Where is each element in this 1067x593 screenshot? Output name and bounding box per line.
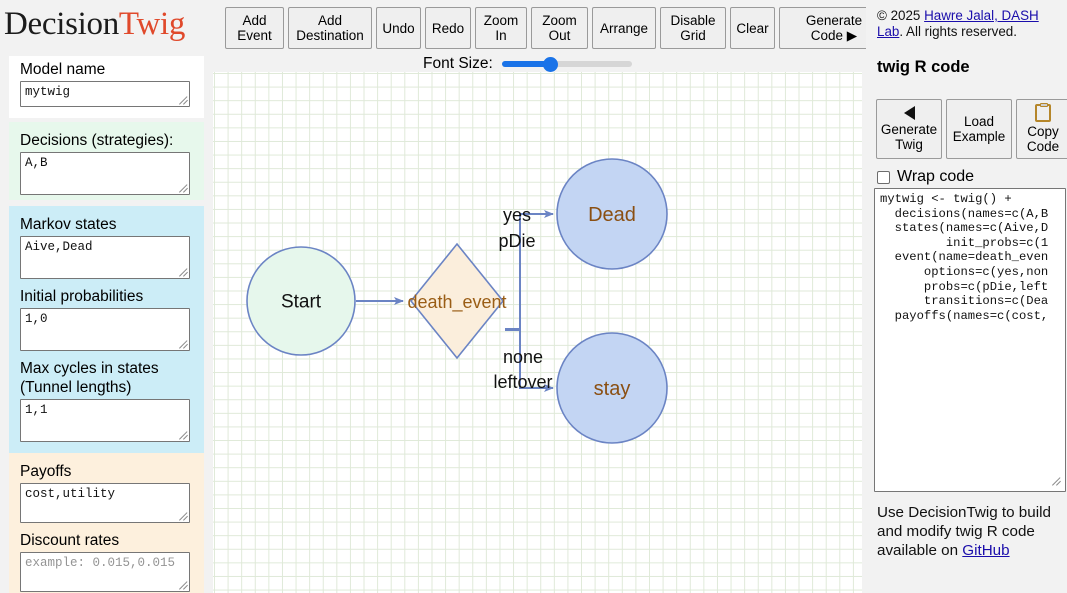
- node-label-stay: stay: [594, 378, 631, 400]
- undo-button[interactable]: Undo: [376, 7, 421, 49]
- zoom-in-button[interactable]: Zoom In: [475, 7, 527, 49]
- slider-track: [501, 61, 632, 67]
- copyright-prefix: © 2025: [877, 8, 925, 23]
- generate-twig-label: Generate Twig: [880, 121, 938, 153]
- initial-probabilities-input[interactable]: 1,0: [20, 308, 190, 351]
- decisions-input[interactable]: A,B: [20, 152, 190, 195]
- sidebar-section-markov: Markov states Aive,Dead Initial probabil…: [9, 206, 204, 453]
- discount-rates-input[interactable]: example: 0.015,0.015: [20, 552, 190, 592]
- add-event-button[interactable]: Add Event: [225, 7, 284, 49]
- edge-label-leftover: leftover: [493, 372, 552, 392]
- wrap-code-label: Wrap code: [897, 168, 975, 185]
- initial-probabilities-label: Initial probabilities: [20, 288, 144, 305]
- wrap-code-control[interactable]: Wrap code: [877, 168, 974, 186]
- copyright-notice: © 2025 Hawre Jalal, DASH Lab. All rights…: [877, 8, 1059, 40]
- max-cycles-input[interactable]: 1,1: [20, 399, 190, 442]
- node-label-dead: Dead: [588, 204, 636, 226]
- markov-states-label: Markov states: [20, 216, 117, 233]
- sidebar-section-payoffs: Payoffs cost,utility Discount rates exam…: [9, 453, 204, 593]
- model-name-input[interactable]: mytwig: [20, 81, 190, 107]
- edge-event-to-dead[interactable]: yes pDie: [498, 205, 554, 330]
- arrange-button[interactable]: Arrange: [592, 7, 656, 49]
- node-dead[interactable]: Dead: [556, 158, 668, 270]
- node-label-start: Start: [281, 292, 322, 313]
- sidebar-section-decisions: Decisions (strategies): A,B: [9, 122, 204, 200]
- triangle-left-icon: [903, 105, 915, 120]
- logo-primary: Decision: [4, 6, 119, 42]
- code-action-buttons: Generate Twig Load Example Copy Code: [876, 99, 1067, 159]
- edge-label-none: none: [503, 347, 543, 367]
- zoom-out-button[interactable]: Zoom Out: [531, 7, 588, 49]
- disable-grid-button[interactable]: Disable Grid: [660, 7, 726, 49]
- generate-twig-button[interactable]: Generate Twig: [876, 99, 942, 159]
- left-sidebar: DecisionTwig Model name mytwig Decisions…: [0, 0, 204, 593]
- diagram-svg[interactable]: yes pDie none leftover Start death_event…: [213, 72, 862, 593]
- decisions-label: Decisions (strategies):: [20, 132, 174, 149]
- sidebar-section-model: Model name mytwig: [9, 56, 204, 118]
- font-size-slider[interactable]: [501, 57, 632, 72]
- right-panel-footer: Use DecisionTwig to build and modify twi…: [877, 503, 1063, 560]
- add-destination-button[interactable]: Add Destination: [288, 7, 372, 49]
- diagram-canvas[interactable]: yes pDie none leftover Start death_event…: [213, 72, 862, 593]
- redo-button[interactable]: Redo: [425, 7, 471, 49]
- logo-accent: Twig: [118, 6, 186, 42]
- wrap-code-checkbox[interactable]: [877, 170, 890, 184]
- github-link[interactable]: GitHub: [962, 542, 1010, 559]
- slider-fill: [501, 61, 552, 67]
- clipboard-icon: [1035, 102, 1051, 122]
- r-code-textarea[interactable]: mytwig <- twig() + decisions(names=c(A,B…: [874, 188, 1066, 492]
- edge-label-yes: yes: [503, 205, 531, 225]
- font-size-control: Font Size:: [423, 53, 632, 75]
- font-size-label: Font Size:: [423, 55, 493, 72]
- footer-text: Use DecisionTwig to build and modify twi…: [877, 504, 1051, 559]
- payoffs-input[interactable]: cost,utility: [20, 483, 190, 523]
- model-name-label: Model name: [20, 61, 106, 78]
- node-label-death-event: death_event: [407, 292, 506, 313]
- payoffs-label: Payoffs: [20, 463, 72, 480]
- app-logo: DecisionTwig: [4, 2, 204, 46]
- dash-lab-link[interactable]: Hawre Jalal, DASH Lab: [877, 8, 1039, 39]
- edge-label-pdie: pDie: [498, 231, 535, 251]
- edge-event-to-stay[interactable]: none leftover: [493, 329, 554, 392]
- clear-button[interactable]: Clear: [730, 7, 775, 49]
- discount-rates-label: Discount rates: [20, 532, 120, 549]
- main-toolbar: Add Event Add Destination Undo Redo Zoom…: [225, 7, 889, 49]
- slider-thumb[interactable]: [542, 57, 558, 72]
- max-cycles-label: Max cycles in states (Tunnel lengths): [20, 360, 159, 396]
- markov-states-input[interactable]: Aive,Dead: [20, 236, 190, 279]
- copyright-suffix: . All rights reserved.: [899, 24, 1017, 39]
- copy-code-label: Copy Code: [1026, 123, 1060, 155]
- right-panel-title: twig R code: [877, 58, 970, 76]
- node-stay[interactable]: stay: [556, 332, 668, 444]
- load-example-label: Load Example: [952, 113, 1006, 145]
- node-death-event[interactable]: death_event: [407, 242, 507, 360]
- load-example-button[interactable]: Load Example: [946, 99, 1012, 159]
- copy-code-button[interactable]: Copy Code: [1016, 99, 1067, 159]
- node-start[interactable]: Start: [246, 246, 356, 356]
